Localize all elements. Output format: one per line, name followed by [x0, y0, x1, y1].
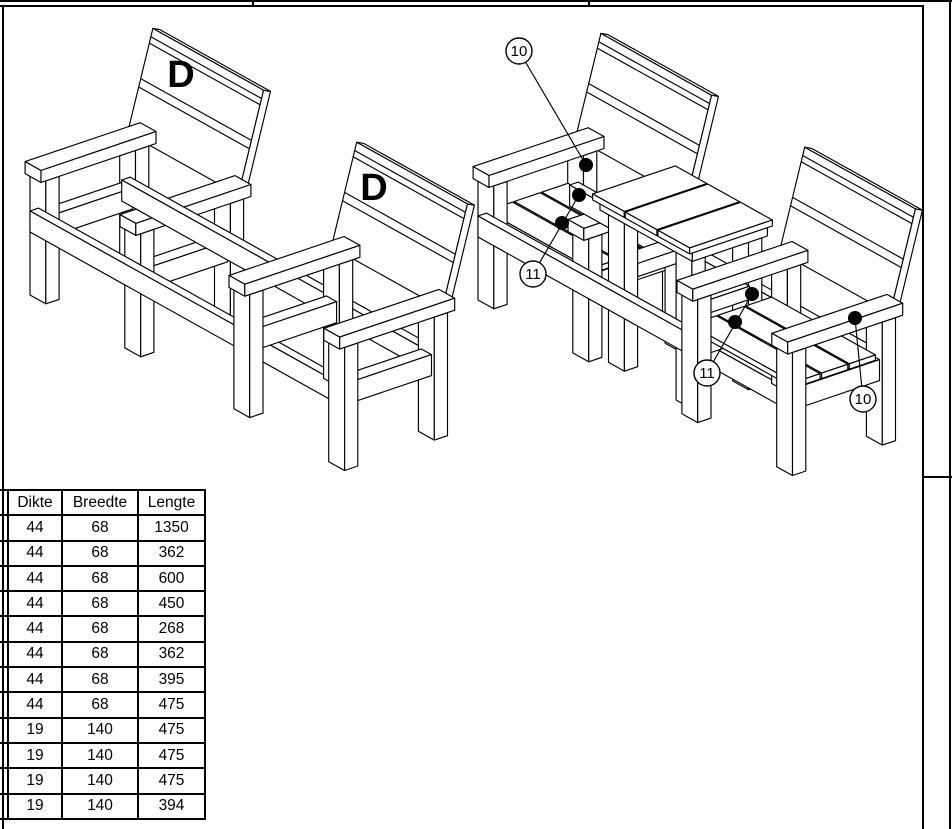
cutlist-cell: 68	[61, 691, 139, 719]
cutlist-cell: 475	[137, 741, 206, 770]
callout-10: 10	[505, 37, 593, 172]
cutlist-cell: 19	[7, 741, 63, 770]
cutlist-cell-clipped	[0, 590, 9, 618]
callout-11: 11	[519, 188, 586, 288]
position-dot	[745, 287, 759, 301]
cutlist-cell: 362	[137, 640, 206, 669]
part-label-d: D	[360, 167, 387, 209]
cutlist-cell: 268	[137, 615, 206, 643]
cutlist-cell: 475	[137, 691, 206, 719]
cutlist-cell: 19	[7, 767, 63, 795]
sheet-top-edge-line	[0, 0, 952, 2]
cutlist-cell: 394	[137, 792, 206, 820]
cutlist-header-breedte: Breedte	[61, 488, 139, 517]
cutlist-header-dikte: Dikte	[7, 488, 63, 517]
cutlist-cell-clipped	[0, 716, 9, 744]
cutlist-header-lengte: Lengte	[137, 488, 206, 517]
callout-11: 11	[693, 287, 759, 387]
sheet-right-outer-border	[948, 0, 951, 829]
callout-label: 10	[855, 391, 872, 408]
cutlist-cell-clipped	[0, 767, 9, 795]
sheet-frame-top-border	[0, 4, 924, 7]
position-dot	[848, 311, 862, 325]
cutlist-cell: 475	[137, 767, 206, 795]
assembled-view: 10 11 11 10	[472, 32, 923, 477]
cutlist-cell: 44	[7, 514, 63, 542]
part-label-d: D	[167, 54, 194, 96]
cutlist-cell-clipped	[0, 539, 9, 567]
cutlist-cell-clipped	[0, 514, 9, 542]
cutlist-cell-clipped	[0, 564, 9, 593]
cutlist-cell: 44	[7, 615, 63, 643]
callout-10: 10	[848, 311, 877, 413]
cutlist-cell-clipped	[0, 741, 9, 770]
cutlist-cell-clipped	[0, 615, 9, 643]
sheet-divider-tick-2	[588, 0, 590, 7]
callout-circle	[849, 385, 877, 413]
callout-circle	[693, 359, 721, 387]
cutlist-cell: 68	[61, 640, 139, 669]
cutlist-cell: 362	[137, 539, 206, 567]
cutlist-cell: 600	[137, 564, 206, 593]
cutlist-cell: 475	[137, 716, 206, 744]
cutlist-cell: 44	[7, 590, 63, 618]
callout-circle	[505, 37, 533, 65]
cutlist-cell: 44	[7, 666, 63, 694]
cutlist-header-clipped	[0, 488, 9, 517]
cutlist-cell: 68	[61, 564, 139, 593]
cutlist-cell: 450	[137, 590, 206, 618]
callout-circle	[519, 260, 547, 288]
position-dot	[728, 315, 742, 329]
cutlist-cell: 68	[61, 539, 139, 567]
cutlist-cell: 68	[61, 514, 139, 542]
position-dot	[579, 158, 593, 172]
cutlist-cell: 68	[61, 615, 139, 643]
sheet-left-border	[1, 4, 4, 829]
cutlist-cell-clipped	[0, 640, 9, 669]
cutlist-cell: 1350	[137, 514, 206, 542]
callout-label: 10	[511, 43, 528, 60]
cutlist-cell: 140	[61, 767, 139, 795]
cutlist-cell: 19	[7, 792, 63, 820]
cutlist-cell: 68	[61, 666, 139, 694]
position-dot	[572, 188, 586, 202]
cutlist-cell: 44	[7, 691, 63, 719]
cutlist-cell: 395	[137, 666, 206, 694]
cutlist-cell: 68	[61, 590, 139, 618]
cutlist-cell: 44	[7, 564, 63, 593]
cutlist-cell: 140	[61, 792, 139, 820]
callout-label: 11	[699, 365, 715, 382]
cutlist-cell: 44	[7, 539, 63, 567]
cutlist-header-row: Dikte Breedte Lengte	[0, 488, 206, 517]
frame-assembly-view: DD	[24, 27, 475, 472]
position-dot	[555, 216, 569, 230]
sheet-right-inner-border	[922, 4, 924, 829]
cutlist-cell: 140	[61, 716, 139, 744]
cutlist-cell: 19	[7, 716, 63, 744]
cutlist-cell: 140	[61, 741, 139, 770]
right-margin-divider	[922, 475, 952, 478]
callout-label: 11	[525, 266, 541, 283]
cutlist-cell-clipped	[0, 691, 9, 719]
sheet-divider-tick-1	[252, 0, 254, 7]
cutlist-cell-clipped	[0, 792, 9, 820]
cutlist-cell-clipped	[0, 666, 9, 694]
cutlist-cell: 44	[7, 640, 63, 669]
